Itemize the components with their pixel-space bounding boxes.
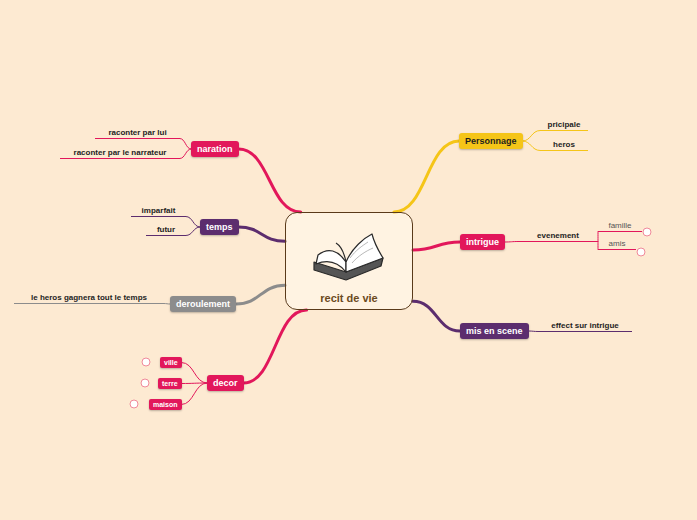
- marker-circle: [142, 358, 150, 366]
- topic-text: raconter par lui: [100, 128, 175, 137]
- branch-connector: [186, 227, 200, 236]
- branch-box: deroulement: [170, 296, 236, 312]
- leaf-topic: futur: [146, 225, 186, 236]
- leaf-topic: amis: [598, 239, 636, 250]
- branch-connector: [523, 131, 540, 142]
- topic-text: Personnage: [465, 136, 517, 146]
- branch-connector: [244, 310, 307, 383]
- topic-text: decor: [213, 378, 238, 388]
- branch-box: decor: [207, 375, 244, 391]
- branch-connector: [239, 227, 285, 241]
- topic-text: amis: [603, 239, 631, 248]
- branch-connector: [529, 331, 538, 333]
- branch-box: intrigue: [460, 234, 505, 250]
- leaf-topic: pricipale: [540, 120, 588, 131]
- topic-text: imparfait: [136, 206, 181, 215]
- branch-connector: [239, 149, 301, 212]
- branch-box: mis en scene: [460, 323, 529, 339]
- book-page-left: [316, 251, 346, 272]
- book-page-turn: [336, 243, 346, 262]
- topic-text: heros: [545, 140, 583, 149]
- topic-text: evenement: [523, 231, 593, 240]
- topic-text: famille: [603, 221, 637, 230]
- topic-text: raconter par le narrateur: [65, 148, 175, 157]
- leaf-topic: raconter par le narrateur: [60, 148, 180, 159]
- leaf-topic: le heros gagnera tout le temps: [14, 293, 164, 304]
- branch-connector: [180, 139, 191, 150]
- book-lines: [350, 242, 373, 263]
- topic-text: naration: [197, 144, 233, 154]
- branch-connector: [523, 141, 540, 151]
- marker-circles: [130, 228, 651, 408]
- center-box-fill: [285, 212, 413, 310]
- branch-connector: [180, 149, 191, 159]
- topic-text: le heros gagnera tout le temps: [19, 293, 159, 302]
- topic-text: temps: [206, 222, 233, 232]
- topic-text: pricipale: [545, 120, 583, 129]
- marker-circle: [643, 228, 651, 236]
- leaf-topic: heros: [540, 140, 588, 151]
- branch-box: naration: [191, 141, 239, 157]
- topic-text: intrigue: [466, 237, 499, 247]
- topic-text: maison: [153, 401, 178, 408]
- branch-connector: [394, 141, 459, 212]
- marker-circle: [637, 248, 645, 256]
- sub-topic-box: ville: [160, 357, 182, 368]
- branch-connector: [182, 363, 207, 384]
- book-icon: [314, 234, 383, 280]
- topic-text: terre: [162, 380, 178, 387]
- topic-text: ville: [164, 359, 178, 366]
- leaf-topic: raconter par lui: [95, 128, 180, 139]
- leaf-topic: evenement: [518, 231, 598, 242]
- topic-text: futur: [151, 225, 181, 234]
- book-page-right: [346, 234, 383, 272]
- topic-text: effect sur intrigue: [543, 321, 627, 330]
- branch-connector: [182, 383, 207, 405]
- branch-connector: [505, 241, 518, 243]
- sub-topic-box: maison: [149, 399, 182, 410]
- topic-text: recit de vie: [320, 292, 377, 304]
- branch-connector: [413, 301, 460, 331]
- branch-connector: [236, 285, 285, 304]
- sub-topic-box: terre: [158, 378, 182, 389]
- branch-connector: [413, 242, 460, 250]
- branch-connector: [186, 217, 200, 228]
- branch-box: temps: [200, 219, 239, 235]
- leaf-topic: imparfait: [131, 206, 186, 217]
- central-topic: recit de vie: [285, 212, 413, 310]
- branch-box: Personnage: [459, 133, 523, 149]
- marker-circle: [130, 400, 138, 408]
- topic-text: deroulement: [176, 299, 230, 309]
- leaf-topic: effect sur intrigue: [538, 321, 632, 332]
- marker-circle: [141, 379, 149, 387]
- topic-text: mis en scene: [466, 326, 523, 336]
- leaf-topic: famille: [598, 221, 642, 232]
